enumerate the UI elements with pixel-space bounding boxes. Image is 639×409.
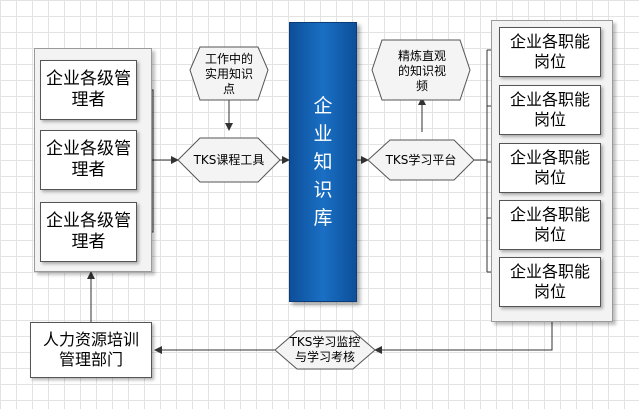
hr-dept-label: 人力资源培训管理部门 [42,330,139,369]
position-label-5: 企业各职能岗位 [509,262,590,301]
manager-label-1: 企业各级管理者 [46,68,131,110]
tks-learning-platform-diamond [367,139,475,181]
manager-label-3: 企业各级管理者 [46,210,131,252]
position-node-3[interactable]: 企业各职能岗位 [499,143,601,193]
position-node-5[interactable]: 企业各职能岗位 [499,257,601,307]
practical-points-hexagon [189,46,269,101]
manager-node-1[interactable]: 企业各级管理者 [40,60,137,120]
knowledge-base-node[interactable]: 企业知识库 [289,22,357,302]
position-node-2[interactable]: 企业各职能岗位 [499,85,601,135]
videos-hexagon [371,39,471,101]
position-label-3: 企业各职能岗位 [509,148,590,187]
manager-node-2[interactable]: 企业各级管理者 [40,130,137,190]
manager-node-3[interactable]: 企业各级管理者 [40,202,137,262]
position-node-1[interactable]: 企业各职能岗位 [499,27,601,77]
position-node-4[interactable]: 企业各职能岗位 [499,200,601,250]
position-label-2: 企业各职能岗位 [509,90,590,129]
position-label-1: 企业各职能岗位 [509,32,590,71]
hr-dept-node[interactable]: 人力资源培训管理部门 [30,322,152,378]
tks-course-tool-diamond [177,137,281,183]
manager-label-2: 企业各级管理者 [46,138,131,180]
monitoring-diamond [274,330,376,370]
knowledge-base-label: 企业知识库 [313,95,333,229]
arrow-positions-to-monitoring [374,322,553,354]
position-label-4: 企业各职能岗位 [509,205,590,244]
